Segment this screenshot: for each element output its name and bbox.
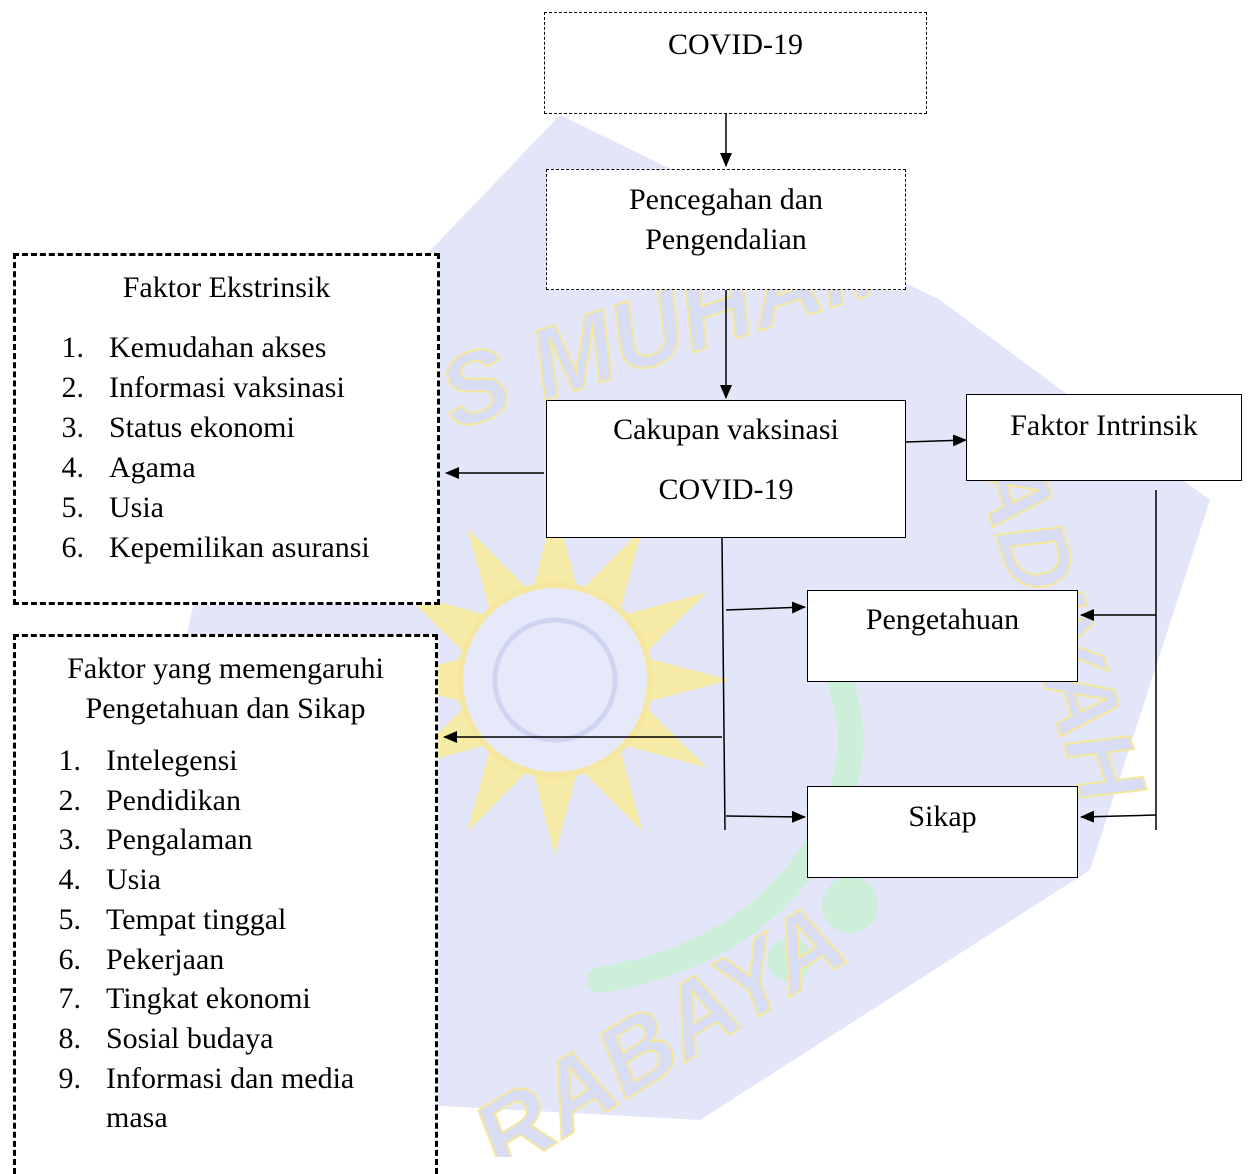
list-item: 3.Status ekonomi: [61, 411, 295, 444]
prevention-control-box: Pencegahan dan Pengendalian: [546, 169, 906, 290]
extrinsic-factor-box: Faktor Ekstrinsik 1.Kemudahan akses 2.In…: [13, 253, 440, 605]
list-item: 3.Pengalaman: [58, 823, 253, 857]
seal-sun-core: [457, 582, 653, 778]
covid-19-box: COVID-19: [544, 12, 927, 114]
seal-sun-ray: [531, 766, 579, 855]
coverage-label-line2: COVID-19: [658, 473, 794, 506]
intrinsic-factor-label: Faktor Intrinsik: [1010, 409, 1198, 442]
coverage-label-line1: Cakupan vaksinasi: [613, 413, 839, 446]
knowledge-label: Pengetahuan: [865, 603, 1020, 636]
influencing-title-line2: Pengetahuan dan Sikap: [85, 692, 366, 725]
seal-flower: [822, 877, 878, 933]
influencing-factors-list: 1.Intelegensi 2.Pendidikan 3.Pengalaman …: [41, 741, 435, 1138]
knowledge-box: Pengetahuan: [807, 590, 1078, 682]
list-item: 5.Tempat tinggal: [58, 902, 287, 936]
intrinsic-factor-box: Faktor Intrinsik: [966, 394, 1242, 481]
list-item: 2.Informasi vaksinasi: [61, 371, 345, 404]
attitude-box: Sikap: [807, 786, 1078, 878]
seal-sun-ray: [641, 656, 730, 704]
list-item: 2.Pendidikan: [58, 783, 242, 817]
extrinsic-factor-list: 1.Kemudahan akses 2.Informasi vaksinasi …: [44, 328, 437, 568]
covid-19-label: COVID-19: [668, 28, 803, 61]
extrinsic-factor-title: Faktor Ekstrinsik: [122, 271, 331, 304]
influencing-factors-box: Faktor yang memengaruhi Pengetahuan dan …: [13, 634, 438, 1174]
list-item: 6.Pekerjaan: [58, 942, 225, 976]
list-item: 7.Tingkat ekonomi: [58, 982, 311, 1016]
list-item: 8.Sosial budaya: [58, 1021, 274, 1055]
list-item: 1.Kemudahan akses: [61, 331, 327, 364]
list-item: 4.Agama: [61, 451, 196, 484]
list-item: 4.Usia: [58, 863, 162, 897]
seal-inner-ring: [492, 617, 618, 743]
list-item: 6.Kepemilikan asuransi: [61, 531, 370, 564]
vaccination-coverage-box: Cakupan vaksinasi COVID-19: [546, 400, 906, 538]
attitude-label: Sikap: [908, 800, 977, 833]
influencing-title-line1: Faktor yang memengaruhi: [67, 652, 384, 685]
prevention-label-line2: Pengendalian: [645, 223, 807, 256]
prevention-label-line1: Pencegahan dan: [628, 183, 824, 216]
list-item: 1.Intelegensi: [58, 744, 238, 777]
list-item: 9.Informasi dan media: [58, 1061, 355, 1095]
seal-sun-ray: [531, 505, 579, 594]
seal-flower: [768, 938, 812, 982]
list-item: 5.Usia: [61, 491, 165, 524]
list-item: masa: [106, 1101, 168, 1135]
